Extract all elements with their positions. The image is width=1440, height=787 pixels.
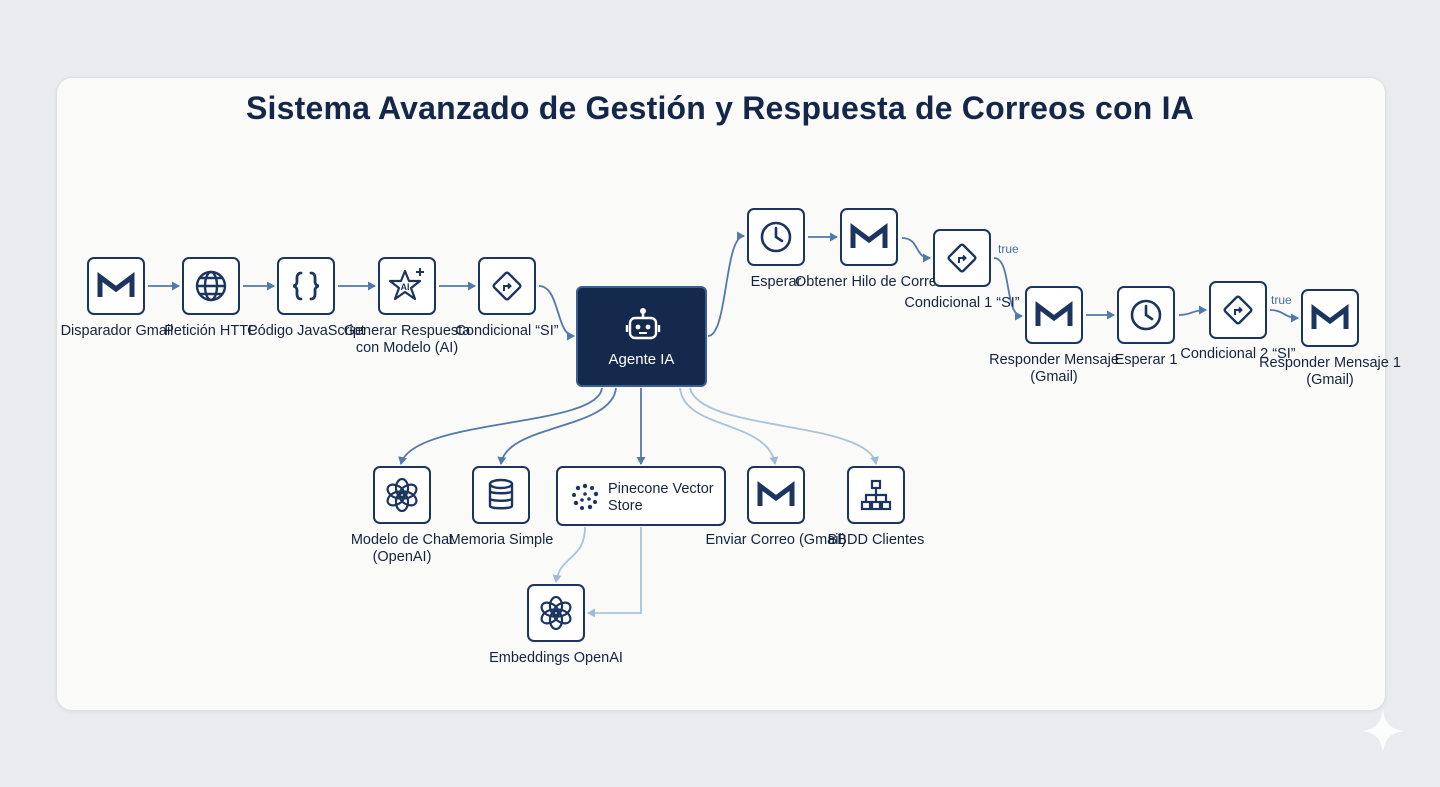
pinecone-icon <box>572 483 599 510</box>
node-box <box>277 257 335 315</box>
node-box <box>1209 281 1267 339</box>
node-label: Responder Mensaje (Gmail) <box>989 352 1119 385</box>
edge-condicional2-responder1 <box>1269 309 1299 323</box>
node-label: Condicional 2 “SI” <box>1180 346 1296 362</box>
edge-agente-modelo-chat <box>398 387 603 465</box>
node-box <box>373 466 431 524</box>
gmail-icon <box>757 481 795 506</box>
diamond-branch-icon <box>1223 295 1253 325</box>
hierarchy-icon <box>860 479 892 511</box>
node-box <box>87 257 145 315</box>
branch-label-true: true <box>998 242 1019 256</box>
node-label: Código JavaScript <box>247 323 365 339</box>
clock-icon <box>760 221 792 253</box>
node-box <box>933 229 991 287</box>
node-box <box>847 466 905 524</box>
gmail-icon <box>1035 301 1073 326</box>
node-label: Petición HTTP <box>164 323 258 339</box>
node-box <box>527 584 585 642</box>
edge-condicional-agente <box>538 285 575 341</box>
node-label: Esperar 1 <box>1114 352 1178 368</box>
edge-pinecone-embeddings <box>552 526 586 583</box>
gmail-icon <box>1311 304 1349 329</box>
edge-esperar1-condicional2 <box>1178 305 1207 316</box>
gmail-icon <box>97 272 135 297</box>
node-box <box>472 466 530 524</box>
code-braces-icon <box>292 271 320 301</box>
edge-agente-memoria <box>497 387 617 465</box>
node-pinecone-vector-store[interactable]: Pinecone Vector Store <box>556 466 726 526</box>
node-label: Disparador Gmail <box>60 323 174 339</box>
clock-icon <box>1130 299 1162 331</box>
node-label: Modelo de Chat (OpenAI) <box>350 532 454 565</box>
node-label: Obtener Hilo de Correo <box>795 274 945 290</box>
node-box <box>182 257 240 315</box>
diamond-branch-icon <box>492 271 522 301</box>
node-label: Embeddings OpenAI <box>489 650 623 666</box>
node-label: Condicional “SI” <box>455 323 559 339</box>
node-box <box>747 208 805 266</box>
svg-text:AI: AI <box>401 282 410 292</box>
branch-label-true: true <box>1271 293 1292 307</box>
node-label: Agente IA <box>608 351 675 368</box>
node-box <box>840 208 898 266</box>
node-agente-ia[interactable]: Agente IA <box>576 286 707 387</box>
node-box <box>1025 286 1083 344</box>
edge-obtener-condicional1 <box>901 237 931 263</box>
database-icon <box>488 478 514 510</box>
node-label: Enviar Correo (Gmail) <box>705 532 847 548</box>
ai-star-icon: AI <box>388 268 424 301</box>
edge-pinecone-embeddings-return <box>587 527 642 618</box>
edge-agente-enviar <box>679 387 779 465</box>
edge-agente-esperar <box>707 231 745 337</box>
node-box <box>478 257 536 315</box>
edge-condicional1-responder <box>993 257 1023 321</box>
node-label: Esperar <box>750 274 802 290</box>
diagram-canvas <box>56 77 1386 711</box>
node-label: Responder Mensaje 1 (Gmail) <box>1259 355 1401 388</box>
openai-icon <box>540 595 572 631</box>
node-box <box>1301 289 1359 347</box>
gmail-icon <box>850 223 888 248</box>
openai-icon <box>386 477 418 513</box>
diagram-title: Sistema Avanzado de Gestión y Respuesta … <box>246 90 1194 126</box>
node-box: AI <box>378 257 436 315</box>
node-label: BBDD Clientes <box>827 532 925 548</box>
robot-icon <box>625 308 661 340</box>
node-label: Pinecone Vector Store <box>608 481 714 514</box>
edge-agente-bbdd <box>689 387 880 465</box>
node-box <box>747 466 805 524</box>
node-label: Condicional 1 “SI” <box>904 295 1020 311</box>
node-label: Memoria Simple <box>448 532 554 548</box>
sparkle-icon <box>1361 709 1405 753</box>
node-label: Generar Respuesta con Modelo (AI) <box>343 323 471 356</box>
node-box <box>1117 286 1175 344</box>
globe-icon <box>195 270 227 302</box>
diamond-branch-icon <box>947 243 977 273</box>
